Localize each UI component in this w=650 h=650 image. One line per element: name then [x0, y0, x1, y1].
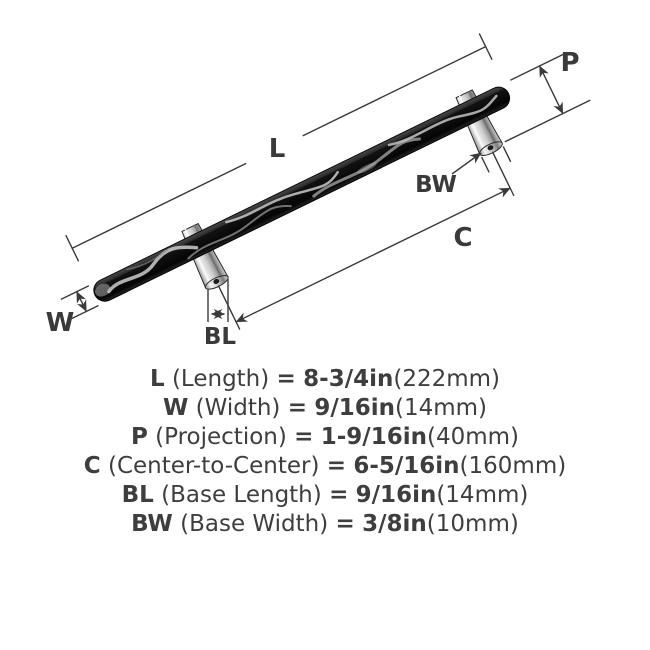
label-base-length: BL — [204, 324, 237, 350]
spec-letter: W — [162, 395, 189, 421]
spec-desc: (Projection) — [155, 424, 287, 450]
label-center-to-center: C — [453, 223, 472, 253]
spec-length: L (Length) = 8-3/4in(222mm) — [0, 365, 650, 394]
spec-letter: BL — [121, 482, 154, 508]
spec-desc: (Base Length) — [161, 482, 322, 508]
label-length: L — [269, 134, 286, 164]
spec-metric: (160mm) — [459, 453, 567, 479]
label-projection: P — [560, 48, 579, 78]
spec-list: L (Length) = 8-3/4in(222mm) W (Width) = … — [0, 365, 650, 539]
dim-center-arrow — [235, 187, 511, 323]
left-post-screw-hole — [213, 278, 220, 284]
spec-letter: C — [83, 453, 101, 479]
spec-value: 1-9/16in — [320, 424, 427, 450]
spec-value: 9/16in — [355, 482, 437, 508]
spec-center-to-center: C (Center-to-Center) = 6-5/16in(160mm) — [0, 452, 650, 481]
dim-width — [60, 285, 99, 320]
spec-letter: L — [149, 366, 165, 392]
spec-value: 8-3/4in — [303, 366, 394, 392]
spec-width: W (Width) = 9/16in(14mm) — [0, 394, 650, 423]
equals-sign: = — [276, 366, 296, 392]
spec-desc: (Length) — [171, 366, 270, 392]
handle-illustration: L W P C BL BW — [46, 33, 591, 350]
spec-metric: (10mm) — [426, 511, 519, 537]
dim-base-width-leader — [451, 152, 482, 175]
spec-metric: (14mm) — [395, 395, 488, 421]
dim-projection — [504, 52, 591, 143]
equals-sign: = — [287, 395, 308, 421]
dim-base-length — [207, 279, 229, 322]
spec-projection: P (Projection) = 1-9/16in(40mm) — [0, 423, 650, 452]
dim-length-tick-left — [65, 234, 80, 262]
spec-desc: (Center-to-Center) — [108, 453, 320, 479]
spec-metric: (14mm) — [436, 482, 529, 508]
spec-value: 3/8in — [362, 511, 427, 537]
equals-sign: = — [335, 511, 355, 537]
dim-projection-arrow — [538, 65, 564, 115]
right-post-screw-hole — [487, 145, 494, 151]
equals-sign: = — [294, 424, 314, 450]
equals-sign: = — [329, 482, 349, 508]
dim-base-width-ticks — [481, 146, 512, 173]
spec-metric: (40mm) — [426, 424, 519, 450]
dim-width-arrow — [75, 290, 88, 313]
label-width: W — [46, 308, 75, 338]
spec-desc: (Width) — [195, 395, 281, 421]
dim-length — [65, 33, 493, 262]
spec-metric: (222mm) — [393, 366, 501, 392]
dim-length-tick-right — [478, 33, 493, 60]
spec-letter: P — [130, 424, 148, 450]
equals-sign: = — [326, 453, 347, 479]
spec-base-width: BW (Base Width) = 3/8in(10mm) — [0, 510, 650, 539]
dim-center-to-center — [217, 151, 515, 330]
label-base-width: BW — [415, 172, 457, 198]
spec-value: 6-5/16in — [353, 453, 460, 479]
spec-letter: BW — [131, 511, 173, 537]
spec-desc: (Base Width) — [180, 511, 329, 537]
spec-base-length: BL (Base Length) = 9/16in(14mm) — [0, 481, 650, 510]
spec-value: 9/16in — [314, 395, 395, 421]
